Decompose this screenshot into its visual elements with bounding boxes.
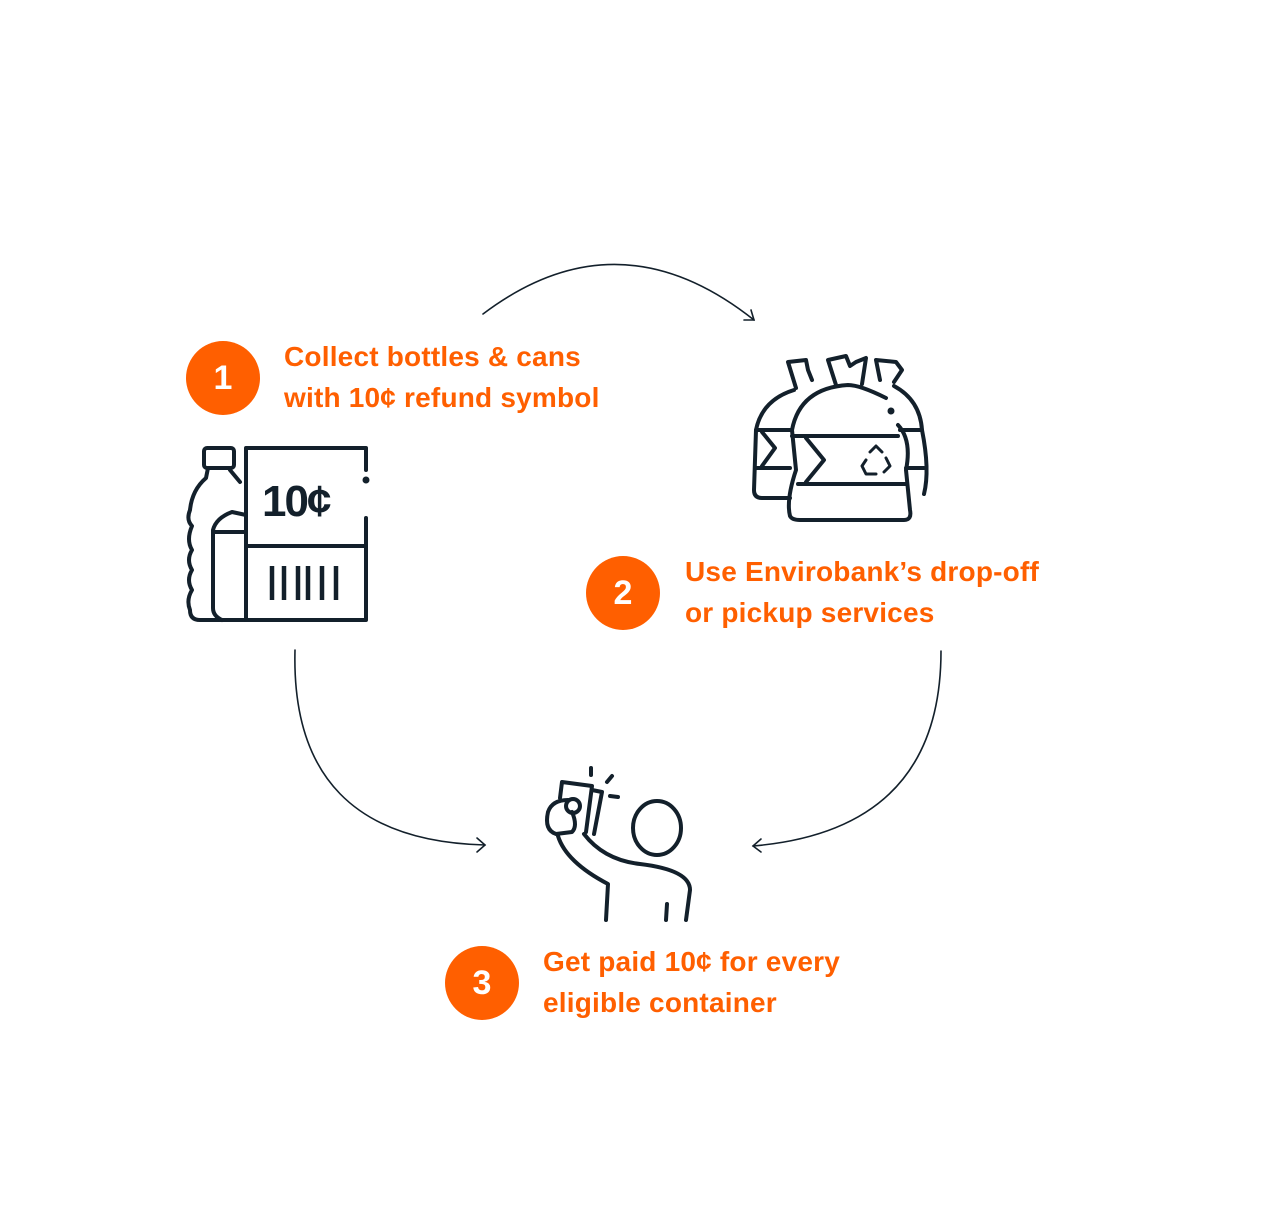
arrow-step1-to-step2 bbox=[482, 263, 755, 321]
arrow-step1-to-step3 bbox=[294, 649, 486, 846]
step-3-line-1: Get paid 10¢ for every bbox=[543, 946, 840, 977]
step-2-line-1: Use Envirobank’s drop-off bbox=[685, 556, 1040, 587]
step-3-line-2: eligible container bbox=[543, 987, 777, 1018]
step-2-line-2: or pickup services bbox=[685, 597, 935, 628]
step-1-line-1: Collect bottles & cans bbox=[284, 341, 581, 372]
step-1-text: Collect bottles & cans with 10¢ refund s… bbox=[284, 336, 600, 418]
arrowhead-icon bbox=[743, 309, 756, 321]
step-2-badge: 2 bbox=[586, 556, 660, 630]
refund-label-text: 10¢ bbox=[262, 477, 331, 526]
arrowhead-icon bbox=[751, 838, 762, 853]
step-1-badge: 1 bbox=[186, 341, 260, 415]
step-2-text: Use Envirobank’s drop-off or pickup serv… bbox=[685, 551, 1039, 633]
step-3-badge: 3 bbox=[445, 946, 519, 1020]
arrow-step2-to-step3 bbox=[752, 650, 942, 847]
arrowhead-icon bbox=[476, 837, 487, 853]
step-3-text: Get paid 10¢ for every eligible containe… bbox=[543, 941, 840, 1023]
step-1-line-2: with 10¢ refund symbol bbox=[284, 382, 600, 413]
